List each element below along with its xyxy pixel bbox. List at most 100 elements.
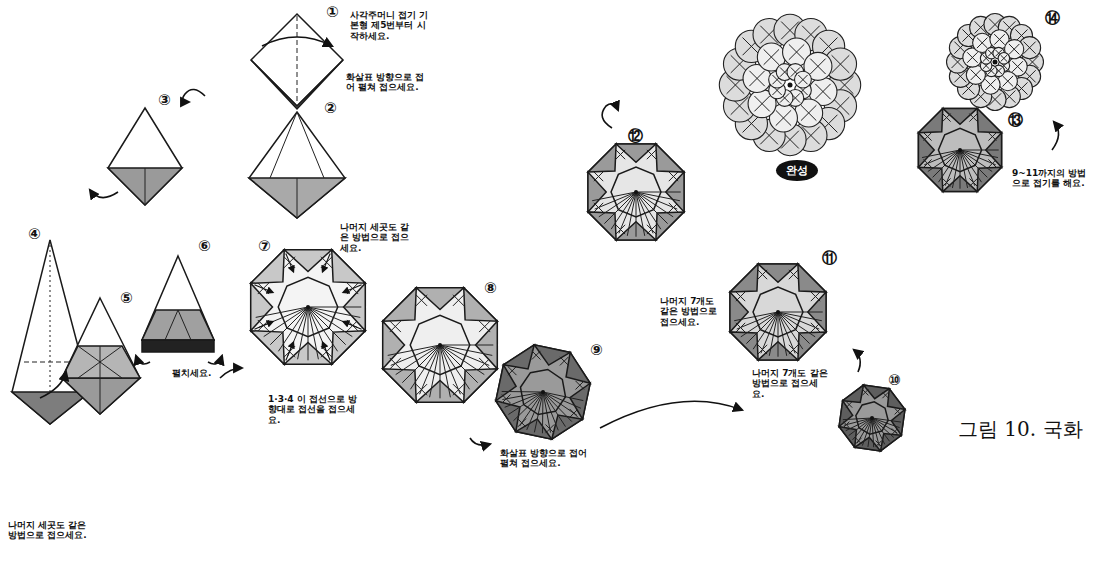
paper-kite xyxy=(12,240,90,424)
crease xyxy=(811,292,820,301)
paper-flap xyxy=(142,310,214,340)
paper-star xyxy=(520,369,565,414)
crease xyxy=(960,150,999,151)
crease xyxy=(764,49,779,64)
step-number: ① xyxy=(326,4,339,21)
paper-flap xyxy=(12,392,90,424)
crease xyxy=(532,351,541,360)
crease xyxy=(308,307,309,360)
figure-caption: 그림 10. 국화 xyxy=(958,418,1083,441)
crease xyxy=(390,321,401,332)
crease xyxy=(778,312,810,344)
crease xyxy=(1012,61,1023,72)
paper-flap xyxy=(496,401,520,432)
step-note: 나머지 7개도 같은 방법으로 접으세요. xyxy=(660,296,722,327)
step-number: ⑦ xyxy=(258,238,271,255)
paper-flap xyxy=(570,383,590,419)
step-note: 화살표 방향으로 접어 펼쳐 접으세요. xyxy=(346,72,426,93)
crease xyxy=(924,133,932,141)
crease xyxy=(440,345,478,383)
paper-diamond xyxy=(251,14,343,106)
paper-star xyxy=(856,402,888,434)
crease xyxy=(810,59,825,74)
crease xyxy=(669,172,678,181)
crease xyxy=(479,321,490,332)
crease xyxy=(895,408,901,414)
step-number: ⑬ xyxy=(1008,112,1023,129)
paper-flap xyxy=(863,385,889,399)
crease xyxy=(832,55,850,73)
crease xyxy=(560,357,569,366)
crease xyxy=(994,34,1005,45)
crease xyxy=(971,70,982,81)
step-note: 화살표 방향으로 접어 펼쳐 접으세요. xyxy=(500,448,592,469)
step-number: ⑤ xyxy=(120,290,133,307)
step-note: 펼치세요. xyxy=(172,368,242,378)
crease xyxy=(636,192,681,193)
crease xyxy=(832,55,850,73)
crease xyxy=(776,110,791,125)
crease xyxy=(575,381,584,390)
center-point xyxy=(438,343,442,347)
crease xyxy=(308,307,361,308)
step-arrow xyxy=(602,104,618,128)
crease xyxy=(764,49,779,64)
crease xyxy=(960,150,987,177)
paper-flap xyxy=(758,264,798,282)
crease xyxy=(308,307,346,345)
paper-flap xyxy=(943,108,977,124)
step-arrow xyxy=(183,89,205,102)
crease xyxy=(985,79,996,90)
paper-flap xyxy=(251,283,273,330)
crease xyxy=(736,292,745,301)
crease xyxy=(943,114,951,122)
step-arrow xyxy=(600,401,742,428)
crease xyxy=(508,366,517,375)
crease xyxy=(754,96,769,111)
crease xyxy=(416,295,427,306)
crease xyxy=(736,292,745,301)
paper-star xyxy=(410,315,470,375)
crease xyxy=(778,312,779,357)
crease xyxy=(815,84,830,99)
crease xyxy=(811,292,820,301)
crease xyxy=(969,114,977,122)
paper-star xyxy=(278,277,338,337)
fold-line xyxy=(270,112,297,178)
crease xyxy=(789,270,798,279)
crease xyxy=(669,172,678,181)
crease xyxy=(754,96,769,111)
crease xyxy=(801,105,816,120)
step-arrow xyxy=(1052,122,1059,150)
paper-kite xyxy=(108,108,182,205)
fold-arrow xyxy=(343,322,361,330)
crease xyxy=(749,71,764,86)
crease xyxy=(594,172,603,181)
crease xyxy=(1001,55,1007,61)
step-number: ⑧ xyxy=(484,280,497,297)
crease xyxy=(453,295,464,306)
crease xyxy=(479,321,490,332)
crease xyxy=(933,150,960,177)
fold-line xyxy=(145,168,146,205)
crease xyxy=(502,391,543,393)
paper-octagon xyxy=(839,385,905,451)
petal xyxy=(998,53,1010,65)
center-point xyxy=(870,416,874,420)
step-number: ⑨ xyxy=(590,342,603,359)
crease xyxy=(943,114,951,122)
step-arrow xyxy=(208,356,222,364)
paper-kite xyxy=(249,112,345,218)
center-point xyxy=(776,310,780,314)
crease xyxy=(636,192,668,224)
crease xyxy=(798,75,807,84)
paper-flap xyxy=(888,389,905,410)
fold-line xyxy=(165,310,178,340)
crease xyxy=(402,345,440,383)
crease xyxy=(971,70,982,81)
finish-badge: 완성 xyxy=(776,160,818,181)
crease xyxy=(1024,42,1036,54)
crease xyxy=(440,345,493,346)
step-note: 사각주머니 접기 기본형 제5번부터 시작하세요. xyxy=(350,10,430,41)
